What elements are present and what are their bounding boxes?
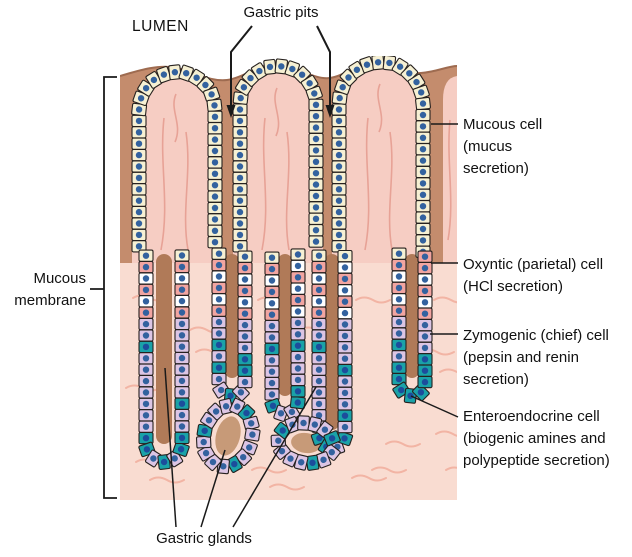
annotations [90, 25, 459, 528]
label-gastric-glands: Gastric glands [156, 530, 252, 547]
gastric-pits-arrow-left [230, 25, 253, 107]
mucous-membrane-bracket [90, 76, 117, 499]
label-enteroendocrine-line3: polypeptide secretion) [463, 452, 610, 469]
label-lumen: LUMEN [132, 18, 189, 35]
label-enteroendocrine-line1: Enteroendocrine cell [463, 408, 600, 425]
label-oxyntic-cell-line2: (HCl secretion) [463, 278, 563, 295]
pointer-gastric-gland-3 [232, 386, 317, 528]
label-mucous-membrane-line2: membrane [14, 292, 86, 309]
gastric-gland-cells [138, 247, 433, 470]
gastric-pits-arrowhead-left [226, 105, 236, 118]
label-mucous-cell-line3: secretion) [463, 160, 529, 177]
pointer-gastric-gland-2 [200, 449, 226, 528]
pointer-enteroendocrine-cell [410, 395, 459, 418]
tissue-illustration [120, 56, 457, 500]
label-gastric-pits: Gastric pits [243, 4, 318, 21]
label-mucous-membrane-line1: Mucous [33, 270, 86, 287]
label-zymogenic-cell-line3: secretion) [463, 371, 529, 388]
label-zymogenic-cell-line1: Zymogenic (chief) cell [463, 327, 609, 344]
label-layer: LUMEN Gastric pits Mucous membrane Mucou… [14, 4, 609, 547]
pit-epithelium [131, 56, 431, 258]
label-mucous-cell-line1: Mucous cell [463, 116, 542, 133]
label-enteroendocrine-line2: (biogenic amines and [463, 430, 606, 447]
ridge-cores [132, 62, 457, 263]
label-zymogenic-cell-line2: (pepsin and renin [463, 349, 579, 366]
label-mucous-cell-line2: (mucus [463, 138, 512, 155]
gastric-pits-arrow-right [316, 25, 331, 107]
gastric-pits-arrowhead-right [325, 105, 335, 118]
label-oxyntic-cell-line1: Oxyntic (parietal) cell [463, 256, 603, 273]
pointer-gastric-gland-1 [164, 367, 177, 528]
round-gland-cells [195, 397, 341, 475]
